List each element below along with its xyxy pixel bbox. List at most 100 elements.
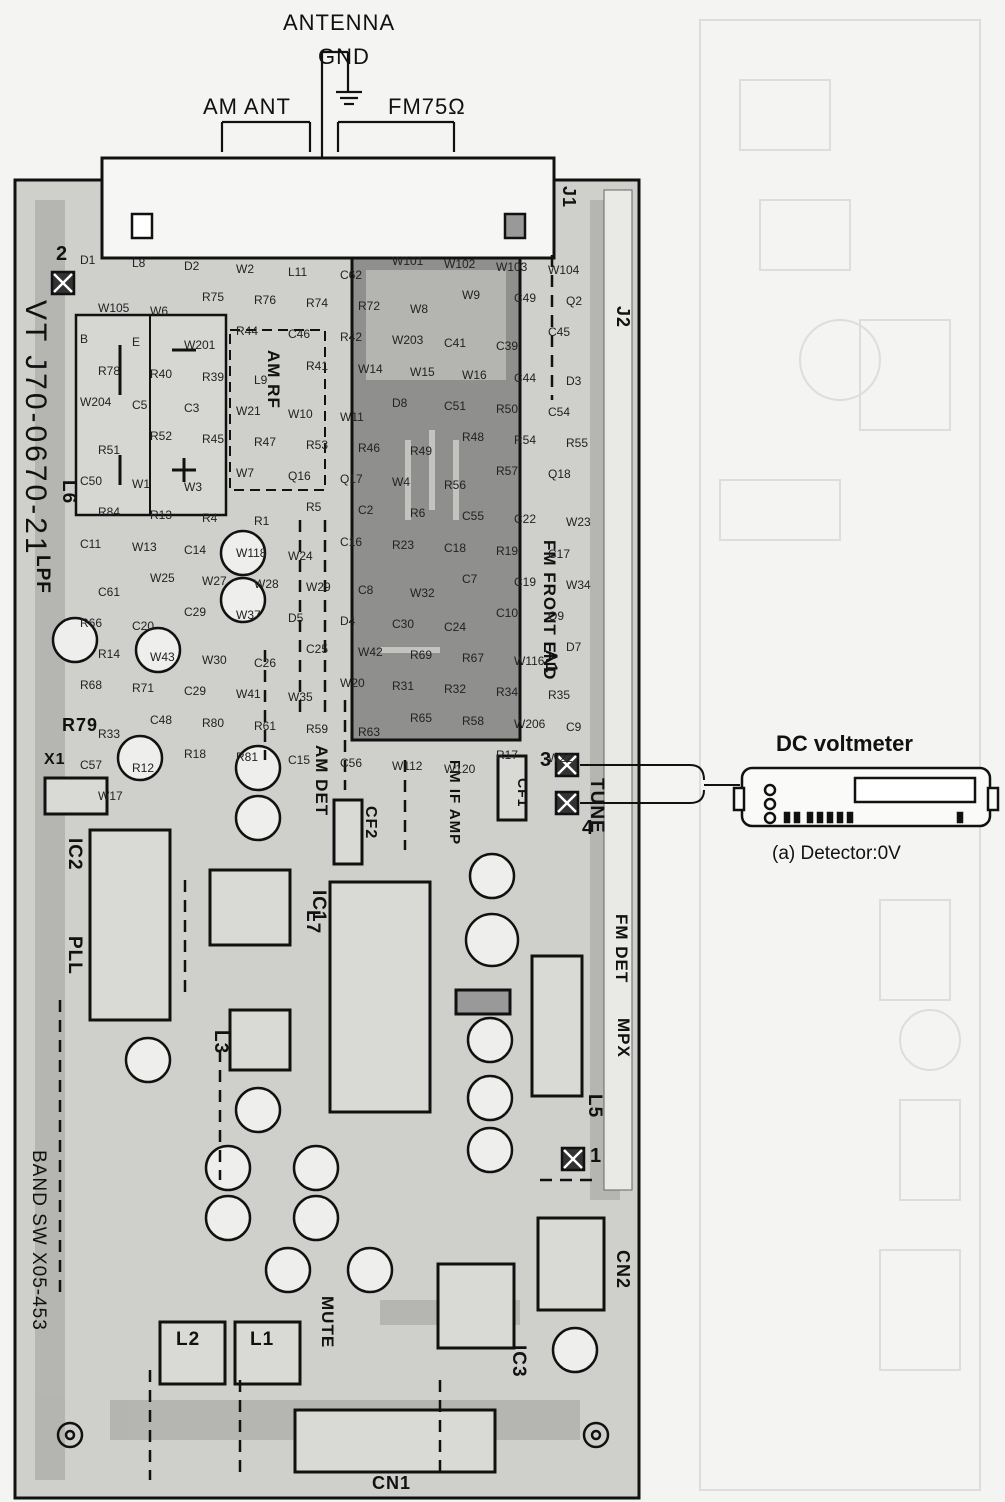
component-ref-label: W24 — [288, 548, 313, 563]
l6-label: L6 — [58, 480, 79, 505]
component-ref-label: R57 — [496, 464, 519, 479]
test-point-4: 4 — [582, 817, 595, 839]
component-ref-label: E — [132, 335, 141, 350]
component-ref-label: C29 — [184, 684, 207, 699]
component-ref-label: C5 — [132, 397, 148, 412]
component-ref-label: R14 — [98, 647, 121, 662]
component-ref-label: W206 — [514, 716, 546, 731]
component-ref-label: Q9 — [548, 609, 565, 623]
component-ref-label: W2 — [236, 262, 254, 276]
component-ref-label: C2 — [358, 503, 374, 518]
component-ref-label: R32 — [444, 682, 467, 697]
component-ref-label: C15 — [288, 752, 311, 767]
component-ref-label: R17 — [496, 747, 519, 762]
component-ref-label: C9 — [566, 719, 582, 734]
component-ref-label: W23 — [566, 515, 591, 530]
voltmeter-caption: (a) Detector:0V — [772, 843, 901, 864]
mute-label: MUTE — [318, 1296, 337, 1349]
antenna-label: ANTENNA — [283, 10, 396, 35]
component-ref-label: D4 — [340, 614, 356, 628]
test-point-2: 2 — [56, 243, 69, 265]
component-ref-label: W118 — [236, 545, 267, 560]
component-ref-label: R19 — [496, 543, 519, 558]
fm75-label: FM75Ω — [388, 94, 466, 119]
component-ref-label: R74 — [306, 296, 329, 311]
component-ref-label: R51 — [98, 443, 121, 457]
component-ref-label: C3 — [184, 400, 200, 415]
component-ref-label: R56 — [444, 478, 467, 493]
component-ref-label: R50 — [496, 401, 519, 416]
component-ref-label: W30 — [202, 653, 227, 668]
antenna-leads — [220, 50, 456, 160]
component-ref-label: R52 — [150, 429, 173, 443]
background-schematic — [699, 19, 981, 1491]
component-ref-label: C16 — [340, 534, 363, 549]
component-ref-label: W20 — [340, 676, 365, 691]
l2-label: L2 — [176, 1329, 201, 1350]
component-ref-label: D2 — [184, 259, 200, 273]
component-ref-label: W104 — [548, 263, 580, 277]
component-ref-label: Q18 — [548, 467, 571, 482]
component-ref-label: C56 — [340, 755, 363, 770]
component-ref-label: L8 — [132, 256, 146, 270]
component-ref-label: R65 — [410, 710, 433, 725]
mpx-label: MPX — [614, 1018, 633, 1058]
component-ref-label: Q2 — [566, 294, 583, 309]
cn1-label: CN1 — [372, 1473, 412, 1493]
component-ref-label: W37 — [236, 608, 261, 622]
component-ref-label: W29 — [306, 579, 331, 594]
component-ref-label: W102 — [444, 257, 476, 271]
component-ref-label: R1 — [254, 514, 270, 529]
component-ref-label: C10 — [496, 606, 519, 620]
component-ref-label: W27 — [202, 573, 227, 588]
component-ref-label: R39 — [202, 369, 225, 384]
pll-label: PLL — [64, 936, 85, 975]
component-ref-label: C44 — [514, 370, 537, 385]
component-ref-label: W101 — [392, 254, 424, 268]
jumper-wires — [58, 255, 600, 1480]
component-ref-label: W116 — [514, 654, 545, 669]
test-point-3: 3 — [540, 749, 553, 771]
component-ref-label: W6 — [150, 304, 168, 319]
am-det-label: AM DET — [312, 745, 331, 817]
component-ref-label: C48 — [150, 712, 173, 727]
component-ref-label: C54 — [548, 404, 571, 419]
component-ref-label: C26 — [254, 656, 277, 671]
component-ref-label: B — [80, 332, 89, 347]
component-ref-label: R33 — [98, 726, 121, 741]
lpf-label: LPF — [32, 555, 53, 594]
component-ref-label: W8 — [410, 302, 428, 317]
component-ref-label: R42 — [340, 330, 363, 345]
cf1-label: CF1 — [515, 778, 531, 808]
ic2-outline — [88, 828, 172, 1022]
component-ref-label: W4 — [392, 475, 410, 490]
connector-j1-body — [100, 156, 556, 260]
component-ref-label: R54 — [514, 433, 537, 447]
component-ref-label: W34 — [566, 577, 591, 592]
component-ref-label: W120 — [444, 761, 476, 776]
r79-label: R79 — [62, 715, 99, 735]
component-ref-label: C45 — [548, 325, 571, 340]
component-ref-label: C7 — [462, 571, 478, 586]
component-ref-label: R40 — [150, 366, 173, 381]
ic3-label: IC3 — [508, 1345, 529, 1378]
component-ref-label: R58 — [462, 713, 485, 728]
component-ref-label: L11 — [288, 265, 308, 279]
component-ref-label: R46 — [358, 441, 381, 455]
component-ref-label: W105 — [98, 301, 130, 316]
component-ref-label: W35 — [288, 690, 313, 705]
component-ref-label: R12 — [132, 760, 155, 775]
component-ref-label: W41 — [236, 687, 261, 702]
component-ref-label: W25 — [150, 570, 175, 585]
component-ref-label: R71 — [132, 681, 155, 696]
dc-voltmeter — [732, 766, 1000, 828]
component-ref-label: D7 — [566, 640, 582, 655]
ic1-outline — [328, 880, 432, 1114]
component-ref-label: L9 — [254, 372, 268, 387]
test-point-marks — [50, 270, 586, 1172]
component-ref-label: R47 — [254, 435, 277, 449]
component-ref-label: C29 — [184, 605, 207, 619]
cn2-label: CN2 — [613, 1250, 633, 1290]
